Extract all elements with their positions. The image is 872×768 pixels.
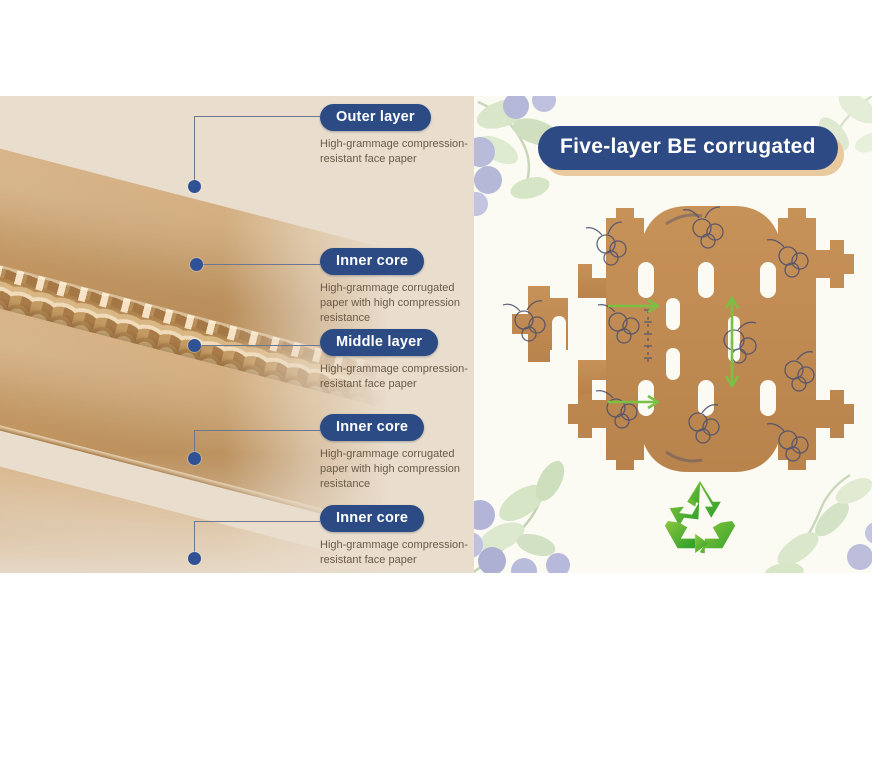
callout-dot-middle-layer — [188, 339, 201, 352]
die-cut-box-diagram — [502, 206, 854, 472]
callout-label-outer-layer: Outer layer — [320, 104, 431, 131]
callout-label-inner-core-1: Inner core — [320, 248, 425, 275]
callout-inner-core-1[interactable]: Inner core High-grammage corrugated pape… — [320, 248, 474, 326]
recycle-icon — [664, 481, 736, 553]
callout-label-inner-core-3: Inner core — [320, 505, 425, 532]
callout-description-outer-layer: High-grammage compression-resistant face… — [320, 138, 468, 165]
callout-description-inner-core-1: High-grammage corrugated paper with high… — [320, 282, 461, 324]
panel-title: Five-layer BE corrugated — [538, 126, 838, 170]
left-panel-corrugated-cross-section: Outer layer High-grammage compression-re… — [0, 96, 474, 573]
callout-middle-layer[interactable]: Middle layer High-grammage compression-r… — [320, 329, 474, 392]
callout-dot-inner-core-3 — [188, 552, 201, 565]
callout-description-inner-core-3: High-grammage compression-resistant face… — [320, 539, 468, 566]
callout-description-middle-layer: High-grammage compression-resistant face… — [320, 363, 468, 390]
callout-description-inner-core-2: High-grammage corrugated paper with high… — [320, 448, 461, 490]
callout-dot-outer-layer — [188, 180, 201, 193]
right-panel-box-layout: Five-layer BE corrugated — [474, 96, 872, 573]
green-direction-arrows — [608, 296, 740, 410]
panel-title-wrapper: Five-layer BE corrugated — [538, 126, 844, 176]
callout-inner-core-3[interactable]: Inner core High-grammage compression-res… — [320, 505, 474, 568]
callout-dot-inner-core-1 — [190, 258, 203, 271]
callout-inner-core-2[interactable]: Inner core High-grammage corrugated pape… — [320, 414, 474, 492]
callout-outer-layer[interactable]: Outer layer High-grammage compression-re… — [320, 104, 474, 167]
callout-label-middle-layer: Middle layer — [320, 329, 439, 356]
callout-dot-inner-core-2 — [188, 452, 201, 465]
callout-label-inner-core-2: Inner core — [320, 414, 425, 441]
